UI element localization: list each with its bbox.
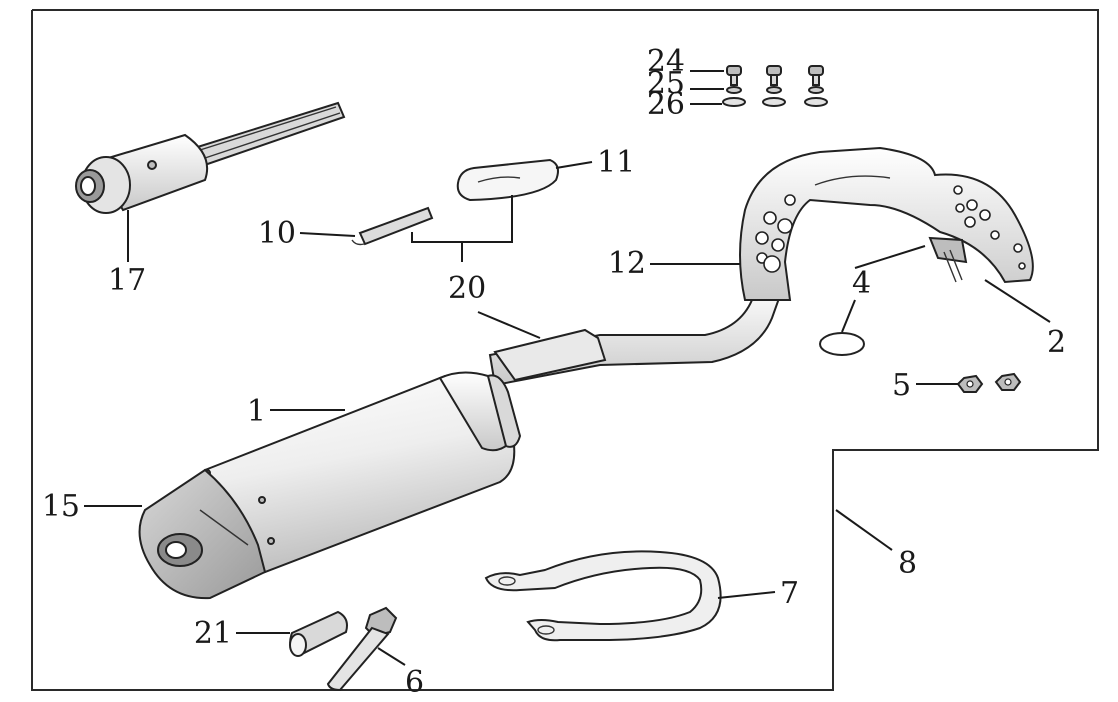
callout-17: 17	[108, 263, 146, 298]
leader-lines	[84, 70, 1051, 666]
mounting-band-part	[484, 550, 722, 642]
callout-4a: 4	[852, 266, 871, 301]
muffler-part	[138, 371, 522, 600]
fastener-set	[722, 65, 828, 107]
callout-labels: 1 2 4 5 6 7 8 10 11 12 15 17 20 21 24 25…	[42, 44, 1066, 700]
callout-21: 21	[194, 616, 232, 651]
callout-20: 20	[448, 271, 486, 306]
callout-25: 25	[647, 66, 685, 101]
bolt-part	[326, 606, 398, 692]
heat-shield-small-part	[456, 158, 559, 202]
callout-24: 24	[647, 44, 685, 79]
callout-5: 5	[892, 368, 911, 403]
gasket-part	[819, 332, 865, 356]
callout-2: 2	[1047, 325, 1066, 360]
spring-clip-part	[351, 206, 434, 246]
callout-10: 10	[258, 216, 296, 251]
spark-arrester-part	[75, 101, 346, 214]
callout-15: 15	[42, 489, 80, 524]
assembly-outline	[31, 9, 1099, 691]
callout-26: 26	[647, 87, 685, 122]
callout-8: 8	[898, 546, 917, 581]
callout-11: 11	[597, 145, 635, 180]
pipe-heat-shield-part	[493, 328, 607, 382]
callout-1: 1	[247, 394, 266, 429]
nut-part	[956, 372, 1022, 393]
collar-part	[289, 610, 348, 657]
callout-6: 6	[405, 665, 424, 700]
callout-12: 12	[608, 246, 646, 281]
callout-7: 7	[780, 576, 799, 611]
